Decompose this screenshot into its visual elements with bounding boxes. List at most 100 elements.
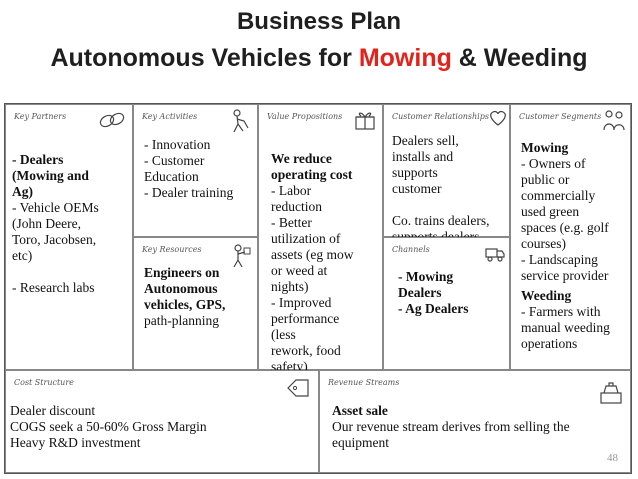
cs-line: Mowing (521, 140, 569, 155)
cost-structure-header: Cost Structure (14, 378, 74, 387)
revenue-streams-text: Asset sale Our revenue stream derives fr… (332, 403, 570, 451)
cr-line: Dealers sell, (392, 133, 459, 148)
ka-line: - Innovation (144, 137, 211, 152)
revenue-streams-block: Revenue Streams Asset sale Our revenue s… (319, 370, 631, 473)
subtitle-pre: Autonomous Vehicles for (50, 44, 359, 72)
key-resources-text: Engineers on Autonomous vehicles, GPS, p… (144, 265, 225, 329)
kp-line: Toro, Jacobsen, (12, 232, 97, 247)
person-working-icon (233, 109, 249, 133)
key-activities-header: Key Activities (142, 112, 198, 121)
rev-line: Our revenue stream derives from selling … (332, 419, 570, 434)
kp-line: etc) (12, 248, 33, 263)
key-resources-header: Key Resources (142, 245, 202, 254)
key-partners-header: Key Partners (14, 112, 67, 121)
vp-line: reduction (271, 199, 322, 214)
cs-line: used green (521, 204, 580, 219)
vp-line: or weed at (271, 263, 328, 278)
cs-line: - Farmers with (521, 304, 601, 319)
cost-line: COGS seek a 50-60% Gross Margin (10, 419, 207, 434)
channels-text: - Mowing Dealers - Ag Dealers (398, 269, 468, 317)
ka-line: - Dealer training (144, 185, 234, 200)
customer-relationships-block: Customer Relationships Dealers sell, ins… (383, 104, 510, 244)
cash-register-icon (600, 382, 622, 404)
cr-line: supports (392, 165, 438, 180)
key-partners-text: - Dealers (Mowing and Ag) - Vehicle OEMs… (12, 152, 99, 296)
channels-block: Channels - Mowing Dealers - Ag Dealers (383, 237, 510, 370)
vp-line: assets (eg mow (271, 247, 354, 262)
kp-line: Ag) (12, 184, 33, 199)
cr-line: customer (392, 181, 442, 196)
key-activities-text: - Innovation - Customer Education - Deal… (144, 137, 233, 201)
cr-blank (392, 197, 489, 213)
key-partners-block: Key Partners - Dealers (Mowing and Ag) -… (5, 104, 133, 370)
ch-line: - Ag Dealers (398, 301, 469, 316)
cs-line: commercially (521, 188, 596, 203)
vp-line: performance (271, 311, 340, 326)
business-model-canvas: Key Partners - Dealers (Mowing and Ag) -… (4, 103, 632, 474)
kr-line: vehicles, GPS, (144, 297, 225, 313)
subtitle-post: & Weeding (451, 44, 588, 72)
ch-line: - Mowing (398, 269, 454, 284)
gift-icon (355, 112, 375, 130)
kp-blank (12, 264, 99, 280)
customer-relationships-header: Customer Relationships (392, 112, 489, 121)
vp-line: (less (271, 327, 296, 342)
cost-structure-block: Cost Structure Dealer discount COGS seek… (5, 370, 319, 473)
cs-line: courses) (521, 236, 566, 251)
cost-line: Heavy R&D investment (10, 435, 141, 450)
vp-line: operating cost (271, 167, 353, 182)
kp-line: (John Deere, (12, 216, 81, 231)
slide-title: Business Plan (236, 8, 402, 35)
kr-line: Autonomous (144, 281, 218, 296)
vp-line: utilization of (271, 231, 341, 246)
vp-line: nights) (271, 279, 309, 294)
cs-line: spaces (e.g. golf (521, 220, 609, 235)
vp-line: - Labor (271, 183, 312, 198)
vp-line: - Improved (271, 295, 332, 310)
cs-line: manual weeding (521, 320, 610, 335)
rev-line: Asset sale (332, 403, 388, 418)
cs-line: Weeding (521, 288, 572, 303)
cr-line: installs and (392, 149, 454, 164)
price-tag-icon (287, 379, 309, 397)
rev-line: equipment (332, 435, 389, 450)
cs-line: - Landscaping (521, 252, 598, 267)
kp-line: - Dealers (12, 152, 64, 167)
page-number: 48 (607, 452, 618, 464)
cr-line: Co. trains dealers, (392, 213, 490, 228)
key-resources-block: Key Resources Engineers on Autonomous ve… (133, 237, 258, 370)
kp-line: - Vehicle OEMs (12, 200, 99, 215)
customer-segments-header: Customer Segments (519, 112, 602, 121)
ka-line: - Customer (144, 153, 205, 168)
truck-icon (485, 248, 505, 262)
worker-resources-icon (233, 244, 251, 268)
kr-bold: vehicles, GPS, (144, 297, 226, 312)
people-icon (603, 110, 625, 131)
value-propositions-text: We reduce operating cost - Labor reducti… (271, 151, 353, 375)
vp-line: rework, food (271, 343, 341, 358)
key-activities-block: Key Activities - Innovation - Customer E… (133, 104, 258, 237)
value-propositions-header: Value Propositions (267, 112, 343, 121)
channels-header: Channels (392, 245, 430, 254)
customer-relationships-text: Dealers sell, installs and supports cust… (392, 133, 489, 245)
kp-line: (Mowing and (12, 168, 89, 183)
customer-segments-block: Customer Segments Mowing - Owners of pub… (510, 104, 631, 370)
kr-line: path-planning (144, 313, 219, 328)
revenue-streams-header: Revenue Streams (328, 378, 400, 387)
cs-line: operations (521, 336, 578, 351)
cs-line: service provider (521, 268, 609, 283)
link-chain-icon (99, 112, 125, 128)
cs-line: - Owners of (521, 156, 586, 171)
cs-line: public or (521, 172, 570, 187)
subtitle-accent: Mowing (358, 44, 452, 72)
ka-line: Education (144, 169, 199, 184)
slide-subtitle: Autonomous Vehicles for Mowing & Weeding (0, 44, 638, 73)
cost-structure-text: Dealer discount COGS seek a 50-60% Gross… (10, 403, 207, 451)
vp-line: We reduce (271, 151, 332, 166)
cost-line: Dealer discount (10, 403, 96, 418)
heart-icon (490, 110, 506, 126)
customer-segments-text: Mowing - Owners of public or commerciall… (521, 140, 610, 352)
kp-line: - Research labs (12, 280, 95, 295)
vp-line: - Better (271, 215, 312, 230)
